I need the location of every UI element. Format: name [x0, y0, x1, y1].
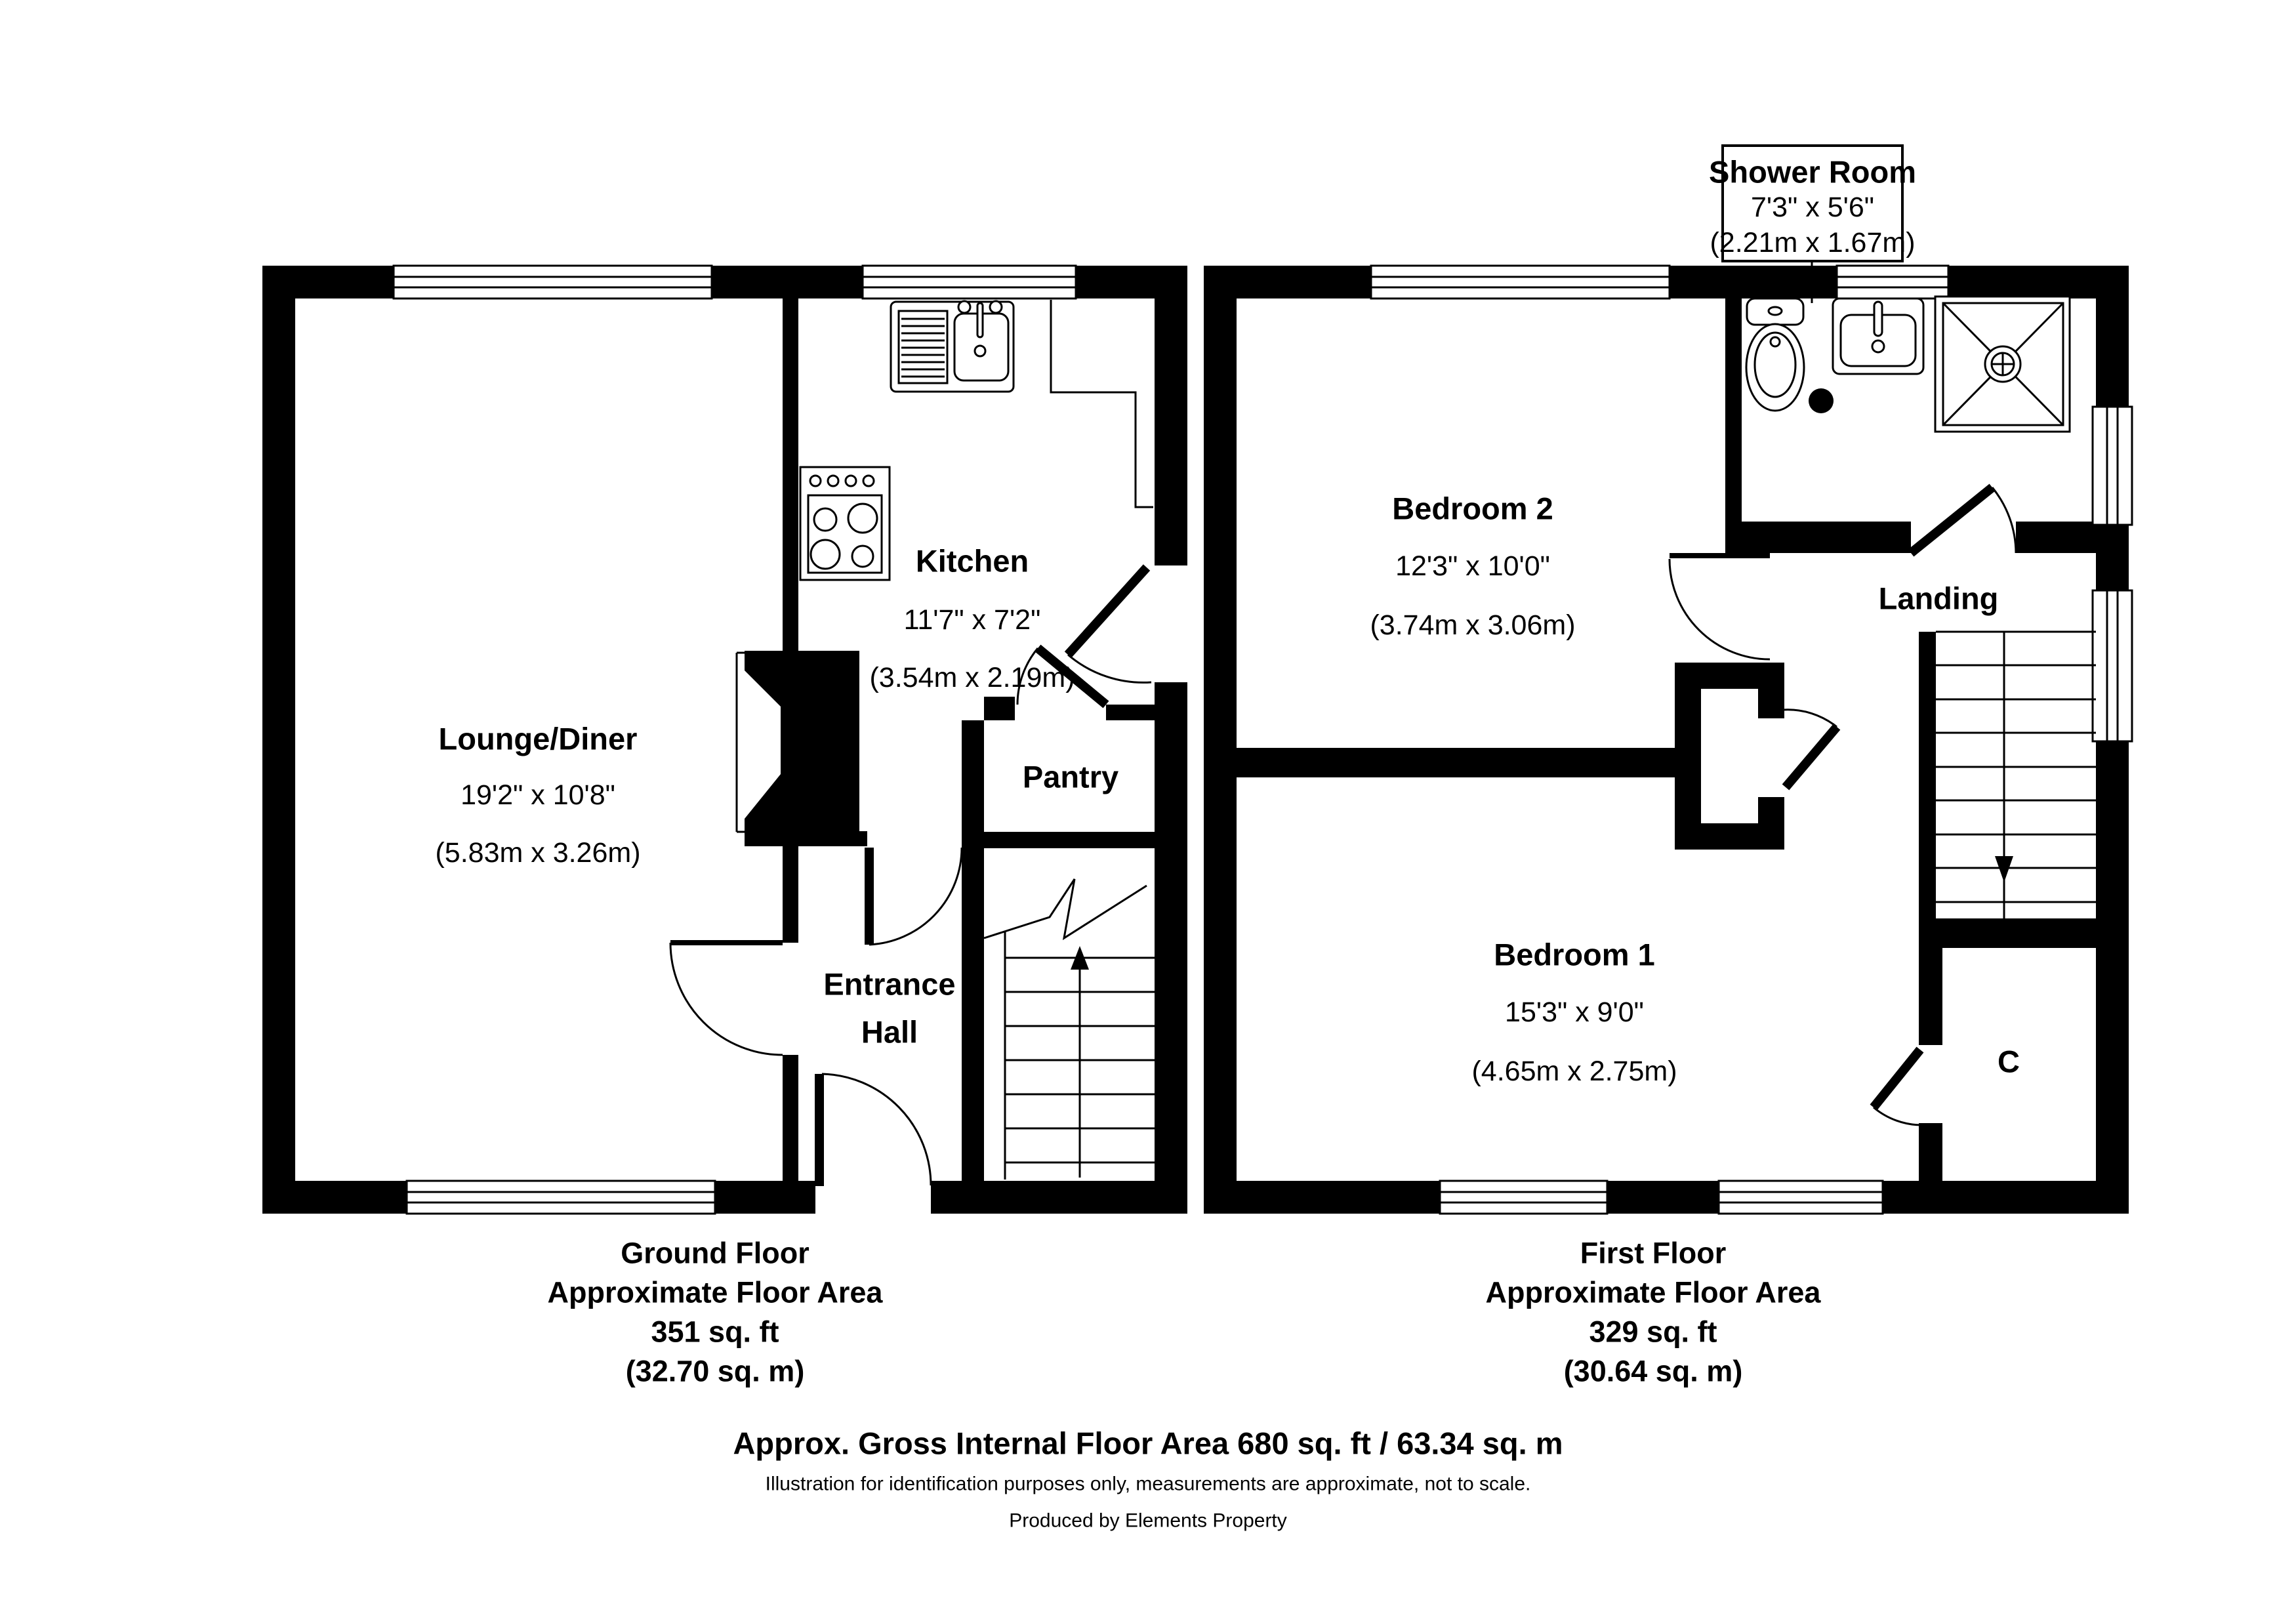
- waste-pipe-dot: [1809, 388, 1834, 413]
- entrance-hall-label-line1: Entrance: [823, 967, 955, 1002]
- bedroom1-dims-imperial: 15'3" x 9'0": [1505, 996, 1644, 1028]
- ground-floor-area-caption: Approximate Floor Area: [548, 1276, 884, 1309]
- pantry-door-leaf: [1035, 644, 1109, 709]
- ground-floor-doors: [669, 564, 1152, 1186]
- shower-door-swing: [1991, 487, 2017, 554]
- toilet: [1745, 297, 1805, 412]
- ground-floor-windows: [392, 264, 1077, 1215]
- bedroom1-door-swing: [1782, 709, 1837, 728]
- kitchen-door-swing: [869, 847, 963, 946]
- worktop-outline: [1050, 300, 1153, 508]
- window-lounge-bottom: [405, 1180, 716, 1215]
- shower-room-dims-metric: (2.21m x 1.67m): [1710, 227, 1915, 258]
- ground-floor-stairs: [983, 878, 1155, 1180]
- bedroom2-label: Bedroom 2: [1392, 491, 1553, 526]
- bedroom2-dims-metric: (3.74m x 3.06m): [1370, 609, 1575, 641]
- window-bedroom1-bottom-left: [1439, 1180, 1609, 1215]
- landing-label: Landing: [1879, 581, 1999, 616]
- kitchen-dims-imperial: 11'7" x 7'2": [904, 604, 1041, 636]
- ground-floor-plan: Lounge/Diner 19'2" x 10'8" (5.83m x 3.26…: [262, 264, 1187, 1215]
- window-shower-right: [2091, 405, 2133, 526]
- first-floor-title: First Floor: [1580, 1237, 1727, 1270]
- back-door-swing: [1067, 653, 1152, 684]
- first-floor-labels: Bedroom 2 12'3" x 10'0" (3.74m x 3.06m) …: [1370, 491, 2020, 1088]
- cupboard-label: C: [1998, 1044, 2020, 1079]
- shower-tray: [1934, 295, 2071, 433]
- back-door-leaf: [1064, 564, 1151, 658]
- bedroom1-door-leaf: [1782, 724, 1841, 791]
- pantry-door-swing: [1016, 647, 1039, 705]
- ground-floor-walls: [262, 266, 1187, 1214]
- spout-icon: [976, 302, 984, 339]
- bedroom1-label: Bedroom 1: [1494, 937, 1655, 972]
- gross-internal-area: Approx. Gross Internal Floor Area 680 sq…: [733, 1426, 1563, 1461]
- tap-icon: [989, 300, 1003, 314]
- window-shower-top: [1835, 264, 1950, 300]
- first-floor-area-sqm: (30.64 sq. m): [1564, 1355, 1743, 1388]
- kitchen-dims-metric: (3.54m x 2.19m): [869, 662, 1075, 693]
- window-lounge-top: [392, 264, 713, 300]
- bedroom2-door-swing: [1668, 558, 1771, 661]
- stairs-down-arrow: [1995, 856, 2013, 882]
- callout-box: [1721, 144, 1904, 262]
- cupboard-door-leaf: [1870, 1046, 1924, 1111]
- wash-basin: [1832, 297, 1925, 375]
- pantry-label: Pantry: [1023, 760, 1118, 794]
- window-landing-right: [2091, 589, 2133, 743]
- first-floor-windows: [1370, 264, 2133, 1215]
- bedroom2-dims-imperial: 12'3" x 10'0": [1395, 550, 1550, 582]
- credit-line: Produced by Elements Property: [1009, 1510, 1287, 1532]
- window-kitchen-top: [861, 264, 1077, 300]
- stairs-up-arrow: [1071, 946, 1089, 970]
- cupboard-door-swing: [1873, 1106, 1923, 1126]
- footer: Ground Floor Approximate Floor Area 351 …: [548, 1237, 1822, 1532]
- cooker-hob: [799, 466, 891, 581]
- lounge-door-swing: [669, 942, 783, 1056]
- first-floor-area-caption: Approximate Floor Area: [1486, 1276, 1822, 1309]
- lounge-dims-metric: (5.83m x 3.26m): [435, 837, 640, 869]
- shower-room-callout: Shower Room 7'3" x 5'6" (2.21m x 1.67m): [1709, 144, 1916, 303]
- disclaimer-line: Illustration for identification purposes…: [766, 1473, 1531, 1495]
- sink-drainer-unit: [890, 300, 1015, 393]
- first-floor-area-sqft: 329 sq. ft: [1589, 1315, 1717, 1349]
- kitchen-fixtures: [799, 300, 1153, 581]
- lounge-dims-imperial: 19'2" x 10'8": [461, 779, 615, 811]
- ground-floor-title: Ground Floor: [621, 1237, 809, 1270]
- first-floor-doors: [1668, 483, 2017, 1126]
- tap-icon: [957, 300, 972, 314]
- stair-break-line: [983, 878, 1147, 941]
- shower-room-dims-imperial: 7'3" x 5'6": [1751, 192, 1874, 223]
- shower-room-fixtures: [1745, 295, 2071, 433]
- first-floor-stairs: [1936, 630, 2096, 918]
- basin-tap-icon: [1873, 300, 1883, 337]
- entrance-hall-label-line2: Hall: [861, 1015, 918, 1050]
- ground-floor-area-sqft: 351 sq. ft: [651, 1315, 779, 1349]
- ground-floor-area-sqm: (32.70 sq. m): [626, 1355, 805, 1388]
- lounge-label: Lounge/Diner: [439, 722, 638, 756]
- shower-room-label: Shower Room: [1709, 155, 1916, 190]
- first-floor-plan: Shower Room 7'3" x 5'6" (2.21m x 1.67m) …: [1204, 144, 2133, 1215]
- ground-floor-labels: Lounge/Diner 19'2" x 10'8" (5.83m x 3.26…: [435, 544, 1118, 1050]
- front-door-swing: [821, 1073, 932, 1186]
- window-bedroom2-top: [1370, 264, 1671, 300]
- shower-door-leaf: [1908, 483, 1996, 557]
- bedroom1-dims-metric: (4.65m x 2.75m): [1471, 1056, 1677, 1087]
- kitchen-label: Kitchen: [916, 544, 1029, 579]
- window-bedroom1-bottom-right: [1717, 1180, 1884, 1215]
- chimney-breast: [745, 651, 859, 846]
